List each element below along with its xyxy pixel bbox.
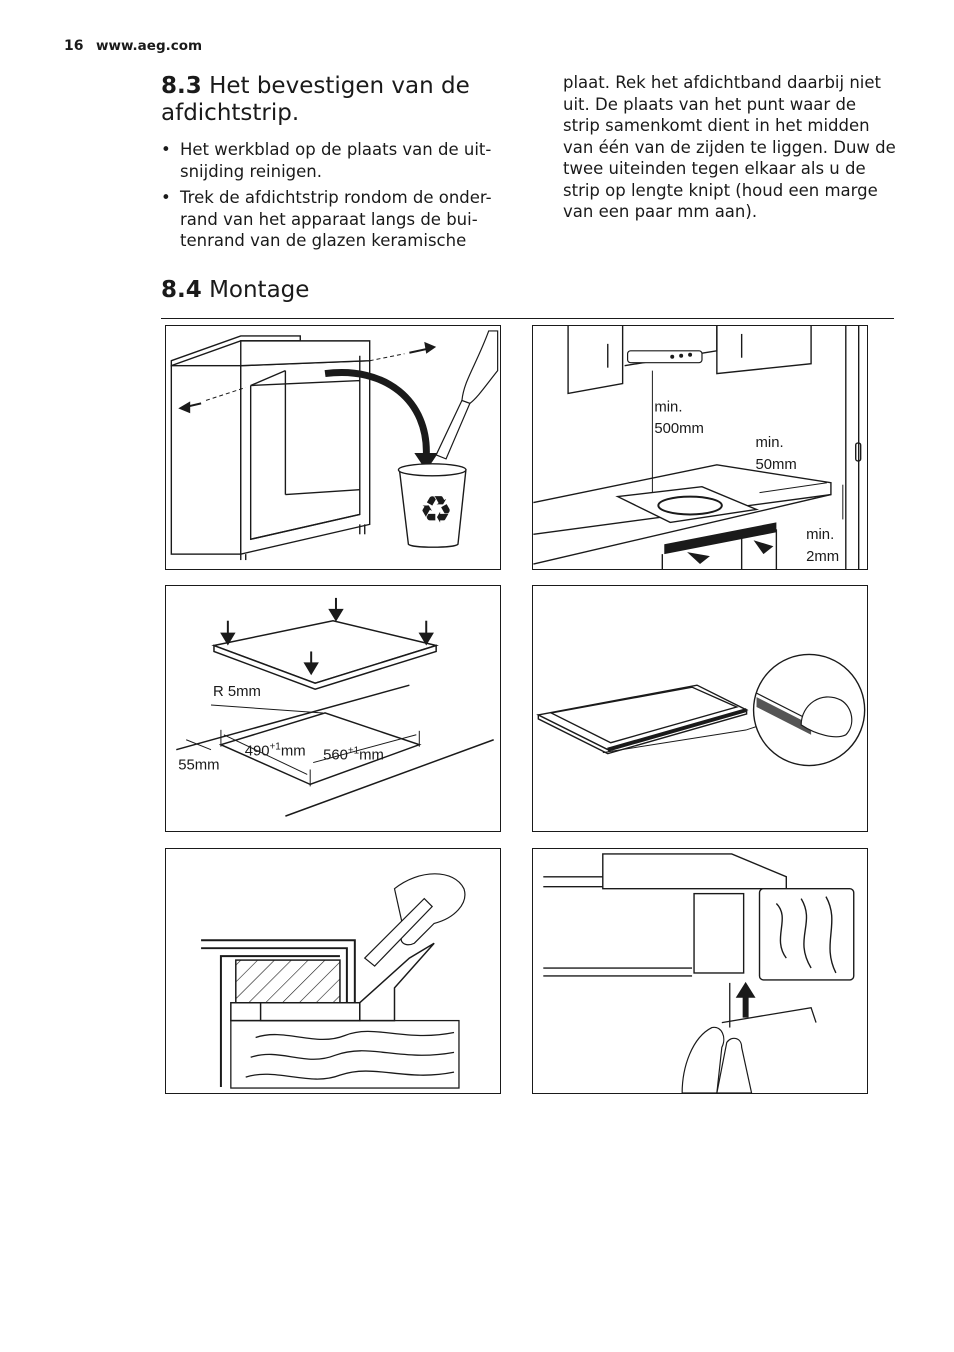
cutout-depth-label: 490+1mm — [245, 742, 306, 760]
arrow-icon — [735, 981, 756, 1018]
recycle-bin — [397, 463, 467, 548]
trim-strip-illustration — [201, 873, 466, 1089]
arrow-icon — [220, 597, 434, 676]
figure-clearance-distances: min. 500mm min. 50mm min. 2mm — [532, 325, 868, 570]
arrow-icon — [178, 341, 437, 414]
section-8-4-heading: 8.4 Montage — [161, 277, 309, 304]
figure-trim-strip — [165, 848, 501, 1094]
section-8-3-heading: 8.3 Het bevestigen van de afdichtstrip. — [161, 73, 541, 127]
clearance-2-min: min. — [806, 527, 834, 543]
figure-cabinet-preparation: ♻ — [165, 325, 501, 570]
section-8-3-title: Het bevestigen van de afdichtstrip. — [161, 73, 470, 126]
hand-icon — [681, 1026, 753, 1093]
bullet-item: Het werkblad op de plaats van de uit-sni… — [161, 139, 521, 182]
clearance-500-value: 500mm — [654, 421, 704, 437]
figure-fixing-brackets — [532, 848, 868, 1094]
section-8-4-number: 8.4 — [161, 277, 202, 303]
recycle-icon: ♻ — [419, 488, 453, 530]
sealing-strip-illustration — [536, 653, 866, 767]
clearance-50-min: min. — [756, 435, 784, 451]
cutout-illustration: R 5mm 490+1mm 560+1mm 55mm — [176, 597, 494, 817]
cutout-width-label: 560+1mm — [323, 746, 384, 764]
clearance-illustration: min. 500mm min. 50mm min. 2mm — [533, 326, 862, 569]
section-8-3-number: 8.3 — [161, 73, 202, 99]
page-number: 16 — [64, 38, 84, 54]
hand-icon — [435, 330, 499, 460]
clearance-50-value: 50mm — [756, 457, 797, 473]
section-8-3-continuation: plaat. Rek het afdichtband daarbij niet … — [563, 73, 896, 221]
hand-icon — [800, 696, 853, 738]
section-8-4-title: Montage — [209, 277, 310, 303]
cabinet-illustration: ♻ — [170, 330, 499, 561]
cutout-edge-label: 55mm — [178, 758, 219, 774]
arrow-icon — [414, 452, 439, 471]
cutout-radius-label: R 5mm — [213, 684, 261, 700]
figure-sealing-strip — [532, 585, 868, 832]
section-8-3-bullets: Het werkblad op de plaats van de uit-sni… — [161, 139, 521, 257]
section-divider — [161, 318, 894, 319]
clearance-500-min: min. — [654, 399, 682, 415]
figure-cutout-dimensions: R 5mm 490+1mm 560+1mm 55mm — [165, 585, 501, 832]
fixing-brackets-illustration — [543, 853, 855, 1093]
clearance-2-value: 2mm — [806, 549, 839, 565]
hand-icon — [363, 873, 466, 967]
bullet-item: Trek de afdichtstrip rondom de onder-ran… — [161, 187, 521, 252]
arrow-icon — [687, 540, 774, 565]
website-url[interactable]: www.aeg.com — [96, 38, 203, 54]
